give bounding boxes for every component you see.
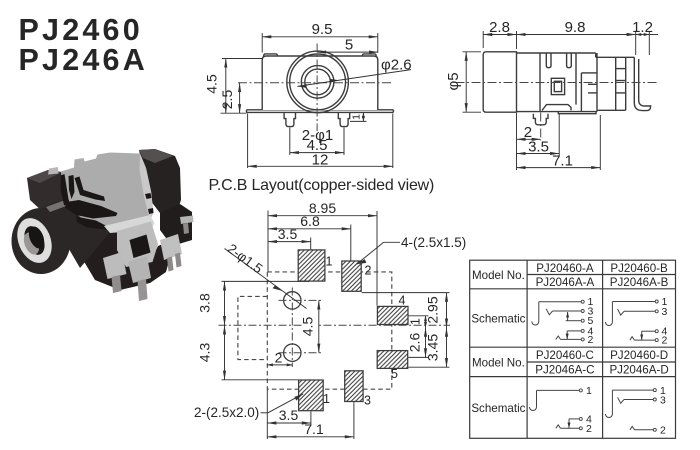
svg-text:PJ2046A-B: PJ2046A-B: [610, 276, 669, 289]
svg-text:1.2: 1.2: [632, 19, 653, 36]
svg-text:8.95: 8.95: [309, 200, 336, 216]
svg-text:7.1: 7.1: [552, 152, 573, 169]
svg-text:4: 4: [662, 326, 668, 338]
svg-text:2: 2: [662, 335, 668, 347]
svg-text:2.5: 2.5: [219, 90, 235, 110]
svg-text:4.5: 4.5: [307, 137, 328, 154]
svg-text:4.3: 4.3: [197, 343, 213, 363]
svg-text:2: 2: [524, 124, 532, 141]
svg-text:3: 3: [660, 394, 666, 406]
svg-text:5: 5: [391, 367, 398, 381]
svg-text:3: 3: [662, 306, 668, 318]
svg-text:2-(2.5x2.0): 2-(2.5x2.0): [194, 405, 259, 420]
svg-text:5: 5: [345, 36, 353, 53]
svg-text:2.8: 2.8: [489, 19, 510, 36]
svg-text:1: 1: [588, 296, 594, 308]
svg-text:5: 5: [588, 315, 594, 327]
svg-text:9.8: 9.8: [565, 19, 586, 36]
svg-text:PJ2046A-C: PJ2046A-C: [535, 364, 594, 377]
svg-text:P.C.B Layout(copper-sided view: P.C.B Layout(copper-sided view): [209, 177, 435, 194]
svg-text:9.5: 9.5: [312, 21, 333, 38]
svg-text:Schematic: Schematic: [471, 313, 525, 326]
svg-text:4.5: 4.5: [204, 74, 220, 94]
svg-text:2-φ1.5: 2-φ1.5: [225, 241, 266, 277]
svg-text:3: 3: [364, 394, 371, 408]
svg-text:2: 2: [586, 423, 592, 435]
svg-text:PJ20460-C: PJ20460-C: [536, 349, 594, 362]
svg-text:PJ20460-D: PJ20460-D: [610, 349, 668, 362]
svg-text:PJ2046A-D: PJ2046A-D: [609, 364, 668, 377]
svg-text:3.45: 3.45: [424, 334, 440, 361]
svg-text:φ5: φ5: [445, 72, 462, 90]
svg-text:4: 4: [586, 414, 592, 426]
svg-text:2: 2: [588, 334, 594, 346]
svg-text:2.6: 2.6: [407, 333, 423, 353]
svg-text:3.5: 3.5: [279, 407, 299, 423]
svg-text:2: 2: [660, 424, 666, 436]
svg-text:4-(2.5x1.5): 4-(2.5x1.5): [401, 235, 466, 250]
svg-text:PJ2046A-A: PJ2046A-A: [536, 276, 595, 289]
svg-text:Schematic: Schematic: [471, 402, 525, 415]
svg-text:PJ20460-A: PJ20460-A: [536, 262, 594, 275]
svg-text:1: 1: [660, 385, 666, 397]
svg-text:1: 1: [586, 385, 592, 397]
svg-text:3: 3: [588, 306, 594, 318]
svg-text:1: 1: [408, 318, 422, 325]
svg-text:PJ2460: PJ2460: [19, 13, 143, 47]
svg-text:3.5: 3.5: [528, 138, 549, 155]
svg-text:1: 1: [662, 296, 668, 308]
svg-text:3.5: 3.5: [278, 226, 298, 242]
svg-text:2.95: 2.95: [424, 296, 440, 323]
svg-text:φ2.6: φ2.6: [381, 56, 412, 73]
svg-text:1: 1: [350, 114, 362, 120]
svg-text:1: 1: [323, 392, 330, 406]
svg-text:PJ20460-B: PJ20460-B: [610, 262, 668, 275]
svg-text:7.1: 7.1: [304, 421, 324, 437]
svg-text:2-φ1: 2-φ1: [302, 127, 333, 144]
svg-text:Model No.: Model No.: [472, 356, 525, 369]
svg-text:4: 4: [399, 294, 406, 308]
svg-text:2: 2: [275, 350, 283, 366]
svg-text:1: 1: [326, 255, 333, 269]
svg-text:PJ246A: PJ246A: [19, 43, 148, 77]
svg-text:6.8: 6.8: [300, 213, 320, 229]
svg-text:Model No.: Model No.: [472, 269, 525, 282]
svg-text:4: 4: [588, 325, 594, 337]
svg-text:12: 12: [312, 151, 329, 168]
svg-text:3.8: 3.8: [197, 293, 213, 313]
svg-text:4.5: 4.5: [299, 317, 315, 337]
svg-text:2: 2: [365, 264, 372, 278]
